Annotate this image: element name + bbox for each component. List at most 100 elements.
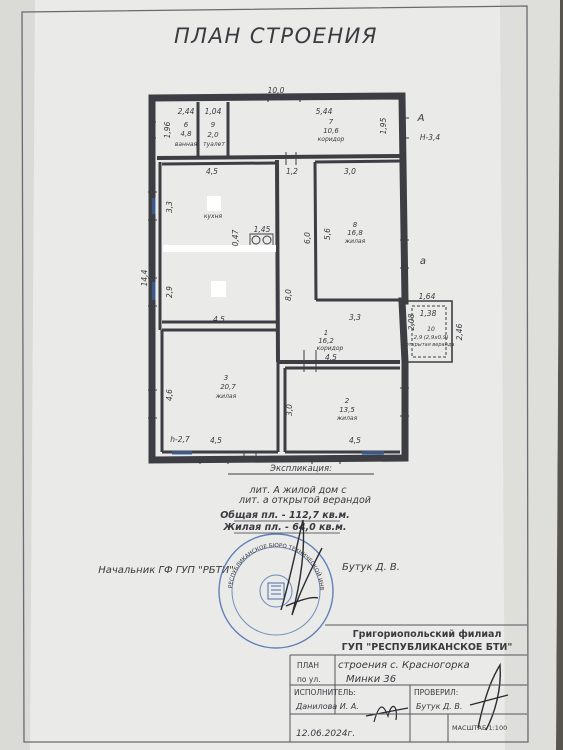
dim-top-left-b: 1,04 (205, 107, 222, 116)
stove-burner-icon (251, 235, 261, 245)
dimension-labels: 10,0 2,44 1,04 5,44 14,4 1,96 3,3 2,9 4,… (140, 86, 464, 445)
svg-text:2,9: 2,9 (414, 335, 423, 341)
floor-plan (148, 92, 453, 464)
svg-text:20,7: 20,7 (220, 383, 236, 391)
svg-text:1: 1 (324, 329, 328, 337)
room-8: 8 16,8 жилая (344, 221, 366, 245)
explication-total-area: Общая пл. - 112,7 кв.м. (220, 510, 350, 521)
dim-veranda-top: 1,64 (419, 292, 436, 301)
wall-room8-left (313, 161, 318, 301)
dim-middle-length: 8,0 (284, 289, 293, 301)
svg-text:жилая: жилая (344, 238, 366, 245)
window-markers (152, 198, 384, 455)
dim-top-total: 10,0 (268, 86, 285, 95)
dim-corridor1-bottom: 4,5 (325, 353, 337, 362)
title-block (289, 624, 527, 742)
redaction-box (207, 196, 221, 211)
wall-central-left (275, 159, 280, 363)
svg-text:13,5: 13,5 (339, 406, 355, 414)
stamp-executor-label: ИСПОЛНИТЕЛЬ: (294, 688, 356, 697)
redaction-box (211, 281, 226, 297)
explication: Экспликация: лит. А жилой дом с лит. а о… (220, 464, 371, 533)
chief-name: Бутук Д. В. (342, 562, 400, 573)
stamp-street-value: Минки 36 (346, 674, 396, 685)
svg-text:6: 6 (184, 121, 189, 129)
dim-corridor-width: 1,2 (286, 167, 298, 176)
room-10: 10 2,9 (2,9х0,9) открытая веранда (406, 326, 455, 348)
h-mark: h-2,7 (170, 435, 190, 444)
svg-text:16,2: 16,2 (318, 337, 334, 345)
dim-left-lower: 4,6 (165, 389, 174, 401)
svg-text:(2,9х0,9): (2,9х0,9) (423, 335, 448, 341)
room-6: 6 4,8 ванная (175, 121, 198, 148)
doors (243, 152, 317, 460)
dim-room2-bottom: 4,5 (349, 436, 361, 445)
room-kitchen: кухня (204, 213, 223, 220)
explication-line2: лит. а открытой верандой (238, 495, 371, 506)
label-a-upper: А (417, 113, 425, 124)
svg-text:кухня: кухня (204, 213, 223, 220)
dim-top-right: 5,44 (316, 107, 333, 116)
room-3: 3 20,7 жилая (215, 374, 237, 400)
stamp-scale: МАСШТАБ 1:100 (452, 724, 507, 732)
outer-walls (148, 92, 409, 464)
dim-veranda-inner: 1,38 (420, 309, 437, 318)
windows (148, 94, 409, 464)
dim-room8-height: 5,6 (323, 228, 332, 240)
dim-corridor-length: 6,0 (303, 232, 312, 244)
redaction-bar (163, 245, 276, 252)
dim-veranda-right: 2,46 (455, 323, 464, 340)
stamp-date: 12.06.2024г. (296, 729, 355, 739)
room-9: 9 2,0 туалет (203, 121, 225, 148)
svg-text:3: 3 (224, 374, 228, 382)
dim-middle-bottom: 4,5 (213, 315, 225, 324)
stamp-street-label: по ул. (297, 675, 321, 684)
dim-partition-b: 1,45 (254, 225, 271, 234)
dim-right-corridor: 1,95 (379, 117, 388, 134)
chief-signature (280, 519, 323, 616)
room-2: 2 13,5 жилая (336, 397, 358, 422)
veranda-outline (405, 300, 453, 363)
svg-text:коридор: коридор (317, 345, 344, 352)
stamp-header1: Григориопольский филиал (353, 629, 502, 640)
dim-left-upper: 1,96 (163, 121, 172, 138)
room-7: 7 10,6 коридор (318, 118, 345, 143)
paper-shadow-right (500, 0, 560, 750)
title-block-text: Григориопольский филиал ГУП "РЕСПУБЛИКАН… (294, 629, 512, 739)
svg-text:10: 10 (427, 326, 435, 333)
dim-top-left-a: 2,44 (178, 107, 195, 116)
wall-top-rooms (156, 154, 401, 160)
dim-room2-height: 3,0 (285, 404, 294, 416)
explication-line1: лит. А жилой дом с (249, 485, 348, 496)
dim-corridor1-width: 3,3 (349, 313, 361, 322)
dim-left-middle: 2,9 (165, 286, 174, 298)
drawing-frame (21, 5, 529, 743)
svg-text:открытая веранда: открытая веранда (406, 342, 455, 348)
stamp-header2: ГУП "РЕСПУБЛИКАНСКОЕ БТИ" (342, 642, 513, 653)
paper-shadow-left (0, 0, 35, 750)
svg-text:2,0: 2,0 (207, 131, 219, 139)
room-1: 1 16,2 коридор (317, 329, 344, 352)
dim-left-height: 14,4 (140, 269, 149, 286)
stamp-plan-label: ПЛАН (297, 661, 319, 670)
svg-text:10,6: 10,6 (323, 127, 339, 135)
stamp-checked-name: Бутук Д. В. (416, 702, 462, 711)
svg-text:9: 9 (211, 121, 216, 129)
dim-veranda-left: 2,08 (407, 313, 416, 330)
svg-text:7: 7 (329, 118, 334, 126)
svg-text:туалет: туалет (203, 141, 225, 148)
dim-room3-bottom: 4,5 (210, 436, 222, 445)
dim-room8-width: 3,0 (344, 167, 356, 176)
svg-text:жилая: жилая (336, 415, 358, 422)
explication-heading: Экспликация: (269, 464, 332, 474)
dim-left-kitchen: 3,3 (165, 201, 174, 213)
svg-text:2: 2 (345, 397, 350, 405)
plan-title: ПЛАН СТРОЕНИЯ (174, 24, 378, 48)
label-h: Н-3,4 (420, 133, 441, 142)
explication-living-area: Жилая пл. - 64,0 кв.м. (223, 522, 347, 533)
room-labels: 6 4,8 ванная 9 2,0 туалет 7 10,6 коридор… (175, 118, 455, 422)
svg-text:8: 8 (353, 221, 358, 229)
